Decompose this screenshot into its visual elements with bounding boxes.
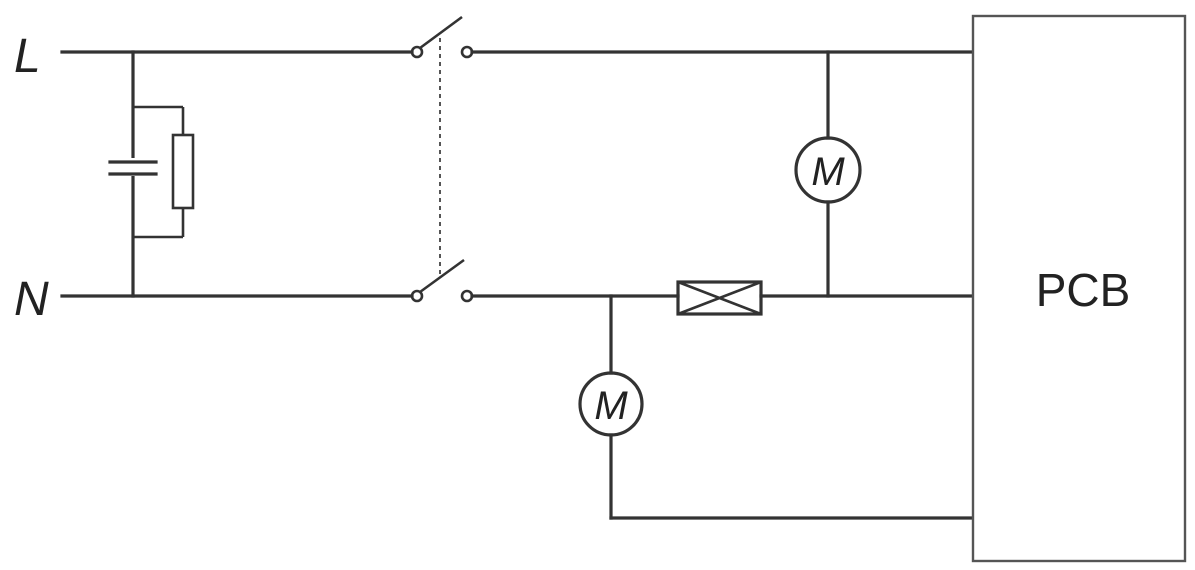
double-pole-switch	[410, 15, 474, 303]
motor-2-label: M	[594, 384, 628, 428]
motor-2: M	[578, 371, 644, 437]
pcb-box	[971, 14, 1187, 563]
switch-contact-l-left	[410, 45, 424, 59]
switch-contact-n-left	[410, 289, 424, 303]
line-terminal-label: L	[14, 30, 41, 83]
pcb-label: PCB	[1036, 264, 1131, 316]
switch-blade-l	[419, 15, 463, 50]
pcb-module: PCB	[971, 14, 1187, 563]
rc-suppressor	[108, 50, 195, 298]
motor-1-symbol	[794, 136, 862, 204]
motor-1: M	[794, 136, 862, 204]
thermal-fuse	[676, 280, 763, 316]
motor-1-label: M	[811, 150, 845, 194]
resistor-symbol	[171, 133, 195, 210]
switch-blade-n	[419, 258, 465, 294]
neutral-terminal-label: N	[14, 273, 49, 326]
fuse-cross-b	[677, 280, 762, 316]
fuse-body	[676, 280, 763, 316]
